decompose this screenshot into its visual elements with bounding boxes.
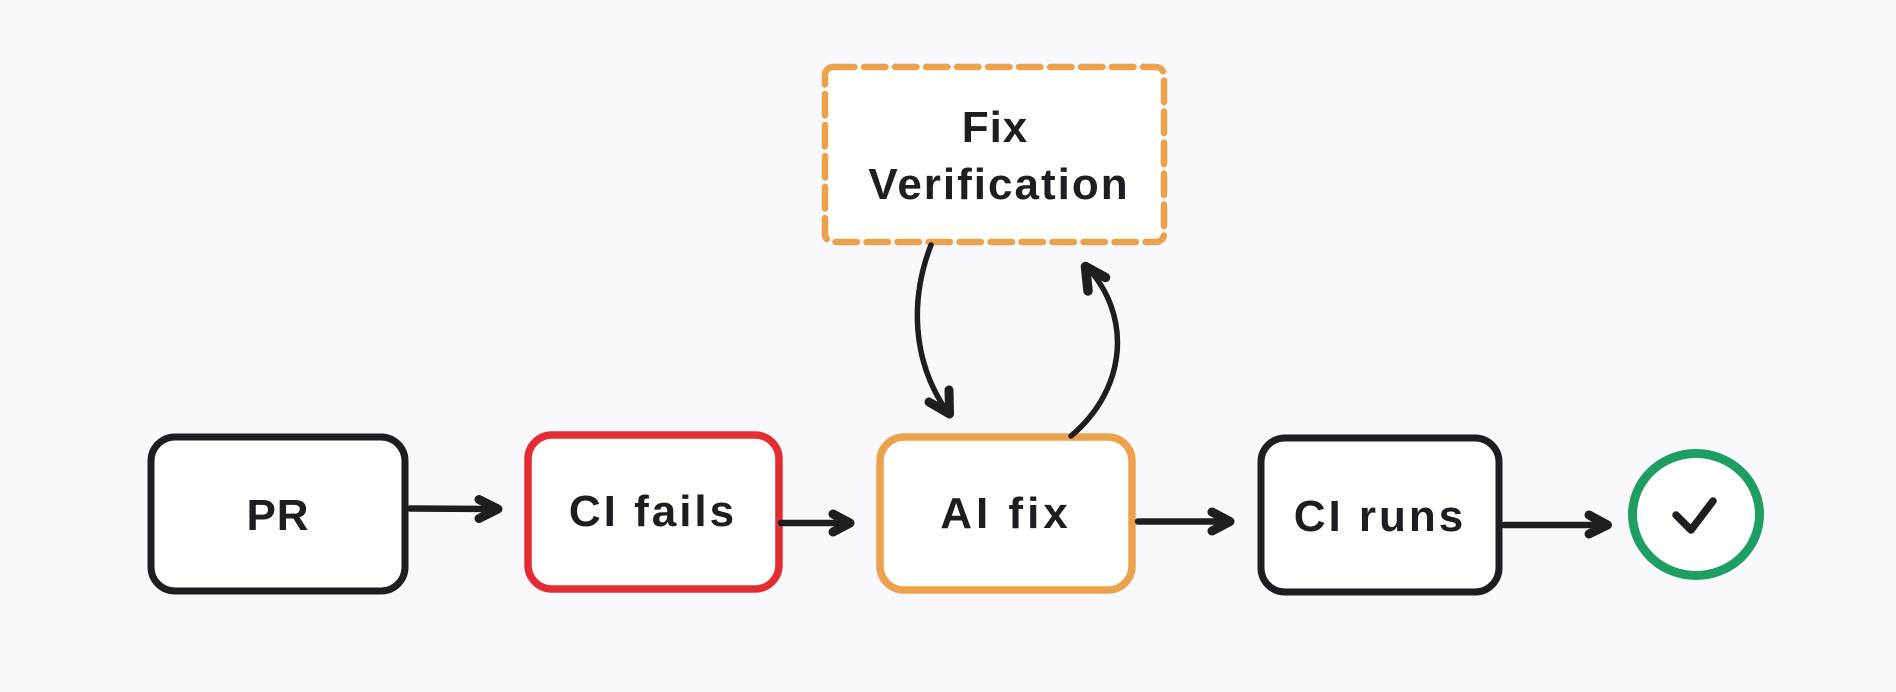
svg-text:PR: PR	[246, 491, 309, 540]
svg-text:CI fails: CI fails	[569, 487, 737, 536]
svg-text:Fix: Fix	[962, 103, 1029, 152]
svg-text:CI runs: CI runs	[1294, 492, 1467, 541]
svg-text:AI fix: AI fix	[940, 489, 1072, 538]
svg-text:Verification: Verification	[868, 160, 1129, 209]
